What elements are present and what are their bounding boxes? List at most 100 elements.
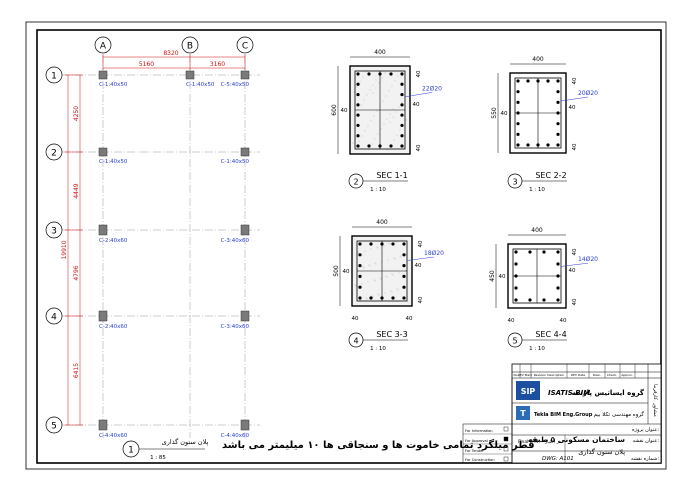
rev-header-cell: REV Date xyxy=(571,373,585,377)
rebar xyxy=(380,242,384,246)
concrete-speckle xyxy=(380,128,382,130)
view-number: 2 xyxy=(353,178,358,187)
dimension-text: 4796 xyxy=(73,265,80,280)
side-label-consultant: مشاور xyxy=(652,402,658,417)
section-scale: 1 : 10 xyxy=(370,346,386,352)
view-number: 1 xyxy=(128,446,134,456)
concrete-speckle xyxy=(391,85,393,87)
column xyxy=(240,147,250,157)
concrete-speckle xyxy=(376,246,378,248)
concrete-speckle xyxy=(401,239,403,241)
rebar xyxy=(400,92,404,97)
cover-dim: 40 xyxy=(416,70,422,77)
section-height: 550 xyxy=(491,107,498,119)
grid-label: 5 xyxy=(51,422,57,432)
cover-dim: 40 xyxy=(501,111,508,117)
column xyxy=(98,224,108,236)
dimension-text: 8320 xyxy=(163,50,178,57)
concrete-speckle xyxy=(391,291,393,293)
concrete-speckle xyxy=(390,290,392,292)
tekla-logo-mark: T xyxy=(520,409,526,418)
grid-label: B xyxy=(187,42,193,52)
group-name-fa: گروه مهندسی تکلا بیم xyxy=(594,411,645,418)
cover-dim: 40 xyxy=(572,298,578,305)
section-scale: 1 : 10 xyxy=(529,187,545,193)
rebar xyxy=(556,262,560,266)
rebar xyxy=(556,111,560,115)
rebar xyxy=(516,111,520,115)
concrete-speckle xyxy=(358,252,360,254)
cover-dim: 40 xyxy=(569,105,576,111)
rebar xyxy=(356,134,360,138)
cover-dim: 40 xyxy=(418,296,424,303)
column xyxy=(98,419,108,431)
tekla-logo xyxy=(516,406,530,420)
section-height: 450 xyxy=(489,270,496,282)
rev-header-cell: Check. xyxy=(607,373,617,377)
concrete-speckle xyxy=(371,143,373,145)
concrete-speckle xyxy=(373,115,375,117)
column-label: C-2:40x60 xyxy=(99,324,128,330)
concrete-speckle xyxy=(388,242,390,244)
concrete-speckle xyxy=(365,297,367,299)
concrete-speckle xyxy=(395,111,397,113)
leader-line xyxy=(404,92,433,98)
concrete-speckle xyxy=(405,253,407,255)
rev-header-cell: Revision Description xyxy=(534,373,565,377)
concrete-speckle xyxy=(366,94,368,96)
concrete-speckle xyxy=(357,269,359,271)
concrete-speckle xyxy=(374,262,376,264)
concrete-speckle xyxy=(379,277,381,279)
concrete-speckle xyxy=(375,79,377,81)
grid-bubble xyxy=(45,416,63,434)
rebar xyxy=(542,250,546,254)
grid-label: A xyxy=(100,42,107,52)
concrete-speckle xyxy=(363,267,365,269)
column-label: C-4:40x60 xyxy=(99,433,128,439)
stage-checkbox xyxy=(503,446,509,452)
cover-dim: 40 xyxy=(341,108,348,114)
concrete-speckle xyxy=(396,134,398,136)
rebar xyxy=(356,82,360,86)
rebar xyxy=(391,296,395,300)
rebar xyxy=(389,72,393,76)
rebar xyxy=(400,103,404,107)
rebar xyxy=(556,298,560,302)
cover-dim: 40 xyxy=(572,77,578,84)
rebar xyxy=(402,285,406,289)
rebar-callout: 18Ø20 xyxy=(424,250,444,257)
grid-bubble xyxy=(45,221,63,239)
concrete-speckle xyxy=(403,147,405,149)
view-scale: 1 : 85 xyxy=(150,455,166,461)
section-scale: 1 : 10 xyxy=(529,346,545,352)
project-name: ساختمان مسکونی ۵ طبقه xyxy=(528,435,625,444)
rebar xyxy=(528,250,532,254)
rebar xyxy=(356,123,360,128)
rebar xyxy=(556,90,560,94)
inner-border xyxy=(36,29,662,464)
concrete-speckle xyxy=(392,274,394,276)
concrete-speckle xyxy=(400,256,402,258)
column xyxy=(240,419,250,431)
concrete-speckle xyxy=(375,87,377,89)
stage-checkbox xyxy=(503,436,509,442)
concrete-speckle xyxy=(382,100,384,102)
rebar xyxy=(369,296,373,300)
section-width: 400 xyxy=(376,219,388,226)
concrete-speckle xyxy=(387,149,389,151)
grid-bubble xyxy=(236,36,254,54)
concrete-speckle xyxy=(389,113,391,115)
rebar xyxy=(516,132,520,136)
rebar xyxy=(514,274,518,278)
cover-dim: 40 xyxy=(343,269,350,275)
concrete-speckle xyxy=(380,278,382,280)
concrete-speckle xyxy=(362,76,364,78)
concrete-speckle xyxy=(367,281,369,283)
rebar xyxy=(378,144,382,148)
rebar xyxy=(402,296,406,300)
grid-label: 4 xyxy=(51,313,57,323)
stage-label: For Information xyxy=(465,429,493,433)
concrete-speckle xyxy=(353,91,355,93)
